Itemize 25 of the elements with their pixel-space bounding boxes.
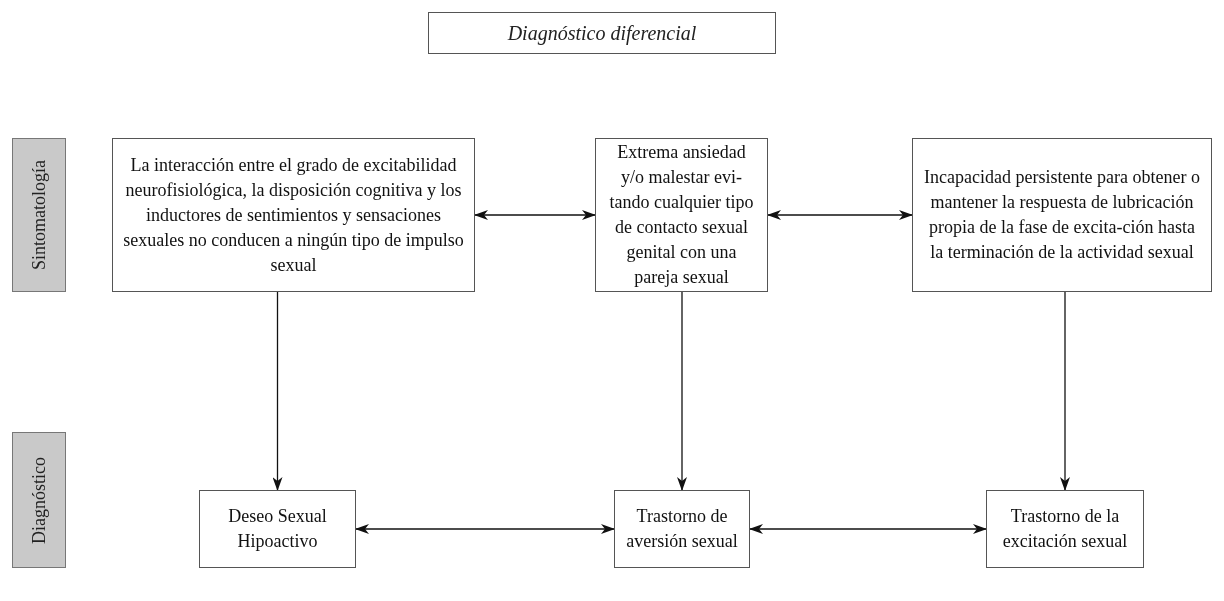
- text-box: [986, 490, 1144, 568]
- arrow: [1060, 291, 1070, 491]
- title-box: [428, 12, 776, 54]
- box-text: Trastorno de aversión sexual: [625, 505, 739, 553]
- box-text: Trastorno de la excitación sexual: [1001, 505, 1129, 553]
- double-arrow: [767, 210, 913, 220]
- box-text: Deseo Sexual Hipoactivo: [227, 505, 328, 553]
- text-box: [614, 490, 750, 568]
- text-box: [595, 138, 768, 292]
- row-label-band: [12, 432, 66, 568]
- double-arrow: [355, 524, 615, 534]
- text-box: [112, 138, 475, 292]
- text-box: [199, 490, 356, 568]
- text-box: [912, 138, 1212, 292]
- arrow: [677, 291, 687, 491]
- double-arrow: [749, 524, 987, 534]
- title-text: Diagnóstico diferencial: [507, 21, 697, 47]
- box-text: Incapacidad persistente para obtener o mantener la respuesta de lubricación propia de la fase de excita-ción hasta la terminación de la actividad sexual: [923, 166, 1201, 264]
- double-arrow: [474, 210, 596, 220]
- row-label-band: [12, 138, 66, 292]
- row-label: Sintomatología: [27, 160, 50, 270]
- box-text: La interacción entre el grado de excitabilidad neurofisiológica, la disposición cognitiva y los inductores de sentimientos y sensaciones sexuales no conducen a ningún tipo de impulso sexual: [122, 153, 465, 277]
- arrow: [272, 291, 283, 491]
- row-label: Diagnóstico: [27, 456, 50, 544]
- box-text: Extrema ansiedad y/o malestar evi-tando cualquier tipo de contacto sexual genital con una pareja sexual: [608, 141, 755, 289]
